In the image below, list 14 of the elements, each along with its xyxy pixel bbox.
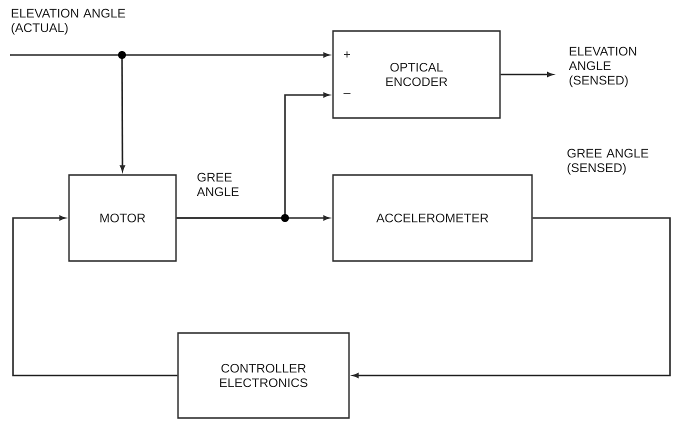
process-box: MOTOR [68,174,177,262]
arrow [12,216,178,376]
process-box: CONTROLLER ELECTRONICS [177,332,350,419]
edge-label: ELEVATION ANGLE (ACTUAL) [12,8,126,35]
port-sign: – [344,93,350,94]
arrow [500,72,554,77]
arrow [352,217,671,378]
arrow [176,92,330,219]
process-box: ACCELEROMETER [332,174,533,262]
edge-label: ELEVATION ANGLE (SENSED) [568,46,636,88]
arrow [10,52,330,58]
edge-label: GREE ANGLE [196,172,239,196]
edge-label: GREE ANGLE (SENSED) [567,148,648,175]
port-sign: + [344,51,350,58]
